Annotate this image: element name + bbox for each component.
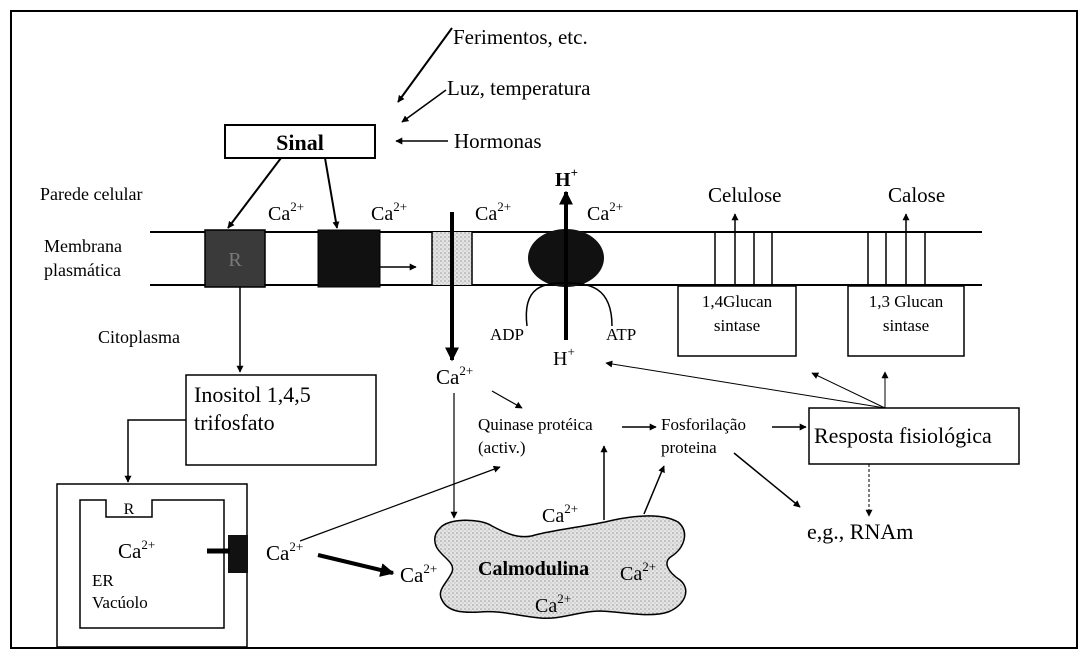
ip3-to-er-arrow	[128, 420, 186, 482]
hormone-label: Hormonas	[454, 129, 542, 153]
phosphorylation-to-mrna-arrow	[734, 453, 800, 507]
cellulose-synthase-line2: sintase	[714, 316, 760, 335]
ca-label-cytosol: Ca2+	[436, 363, 473, 389]
svg-text:Ca2+: Ca2+	[542, 501, 578, 527]
er-channel	[228, 535, 248, 573]
phosphorylation-line1: Fosforilação	[661, 415, 746, 434]
response-to-proton-arrow	[606, 363, 885, 408]
ca-label-released: Ca2+	[266, 539, 303, 565]
kinase-line1: Quinase protéica	[478, 415, 593, 434]
ca-to-kinase-arrow	[492, 391, 522, 408]
er-receptor-label: R	[124, 501, 135, 518]
light-label: Luz, temperatura	[447, 76, 591, 100]
cellulose-label: Celulose	[708, 183, 782, 207]
svg-text:H+: H+	[555, 165, 578, 191]
ip3-line1: Inositol 1,4,5	[194, 382, 311, 407]
calmodulin-label: Calmodulina	[478, 558, 589, 580]
signal-label: Sinal	[276, 130, 324, 155]
signal-to-channel-arrow	[325, 158, 337, 228]
ca-label-wall-3: Ca2+	[475, 199, 511, 225]
svg-text:H+: H+	[553, 344, 575, 370]
membrane-receptor-label: R	[228, 249, 242, 271]
svg-text:Ca2+: Ca2+	[268, 199, 304, 225]
svg-text:Ca2+: Ca2+	[371, 199, 407, 225]
pump-atp-arc	[526, 283, 612, 326]
callose-synthase-line1: 1,3 Glucan	[869, 292, 944, 311]
ip3-line2: trifosfato	[194, 410, 275, 435]
calmodulin-to-phosphorylation-arrow	[644, 466, 664, 514]
mrna-label: e,g., RNAm	[807, 519, 913, 544]
svg-text:Ca2+: Ca2+	[475, 199, 511, 225]
callose-synthase-line2: sintase	[883, 316, 929, 335]
proton-label-outside: H+	[555, 165, 578, 191]
vacuole-label: Vacúolo	[92, 593, 148, 612]
er-label: ER	[92, 571, 114, 590]
ca-label-wall-1: Ca2+	[268, 199, 304, 225]
svg-text:Ca2+: Ca2+	[587, 199, 623, 225]
response-to-cellulose-arrow	[812, 373, 885, 408]
light-arrow	[402, 90, 446, 122]
injury-label: Ferimentos, etc.	[453, 25, 588, 49]
ca-label-wall-4: Ca2+	[587, 199, 623, 225]
dark-channel	[318, 230, 380, 287]
released-ca-to-cytosol-arrow	[318, 555, 393, 573]
callose-label: Calose	[888, 183, 945, 207]
adp-label: ADP	[490, 325, 524, 344]
atp-label: ATP	[606, 325, 636, 344]
cell-wall-label: Parede celular	[40, 184, 142, 204]
ca-label-cytosol-lower: Ca2+	[400, 561, 437, 587]
ca-label-wall-2: Ca2+	[371, 199, 407, 225]
membrane-label-2: plasmática	[44, 260, 121, 280]
svg-text:Ca2+: Ca2+	[266, 539, 303, 565]
kinase-line2: (activ.)	[478, 438, 526, 457]
phosphorylation-line2: proteina	[661, 438, 717, 457]
svg-text:Ca2+: Ca2+	[400, 561, 437, 587]
cytoplasm-label: Citoplasma	[98, 327, 180, 347]
cellulose-synthase-line1: 1,4Glucan	[702, 292, 773, 311]
svg-text:Ca2+: Ca2+	[436, 363, 473, 389]
response-label: Resposta fisiológica	[814, 423, 992, 448]
membrane-label-1: Membrana	[44, 236, 122, 256]
proton-label-inside: H+	[553, 344, 575, 370]
ca-label-calmodulin-top: Ca2+	[542, 501, 578, 527]
